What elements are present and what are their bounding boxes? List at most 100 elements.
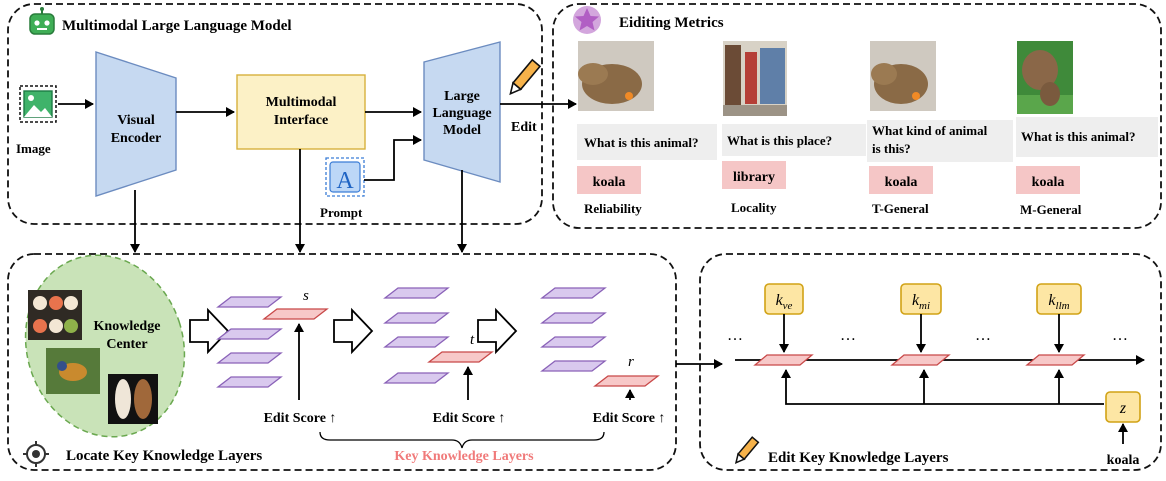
llm-line2: Language [432,106,491,121]
edit-score-label: Edit Score ↑ [593,411,666,426]
ellipsis: … [840,327,856,344]
edited-layer [890,354,951,366]
edit-panel: kve kmi kllm … … … … z koala Edit Key Kn… [699,253,1162,471]
edited-layer [1025,354,1086,366]
llm-block [423,41,501,183]
edit-panel-title: Edit Key Knowledge Layers [768,450,949,466]
key-layers-brace [319,431,605,449]
layer [216,352,283,364]
visual-encoder-line1: Visual [117,113,155,128]
answer-text: library [733,170,775,185]
prompt-icon: A [325,157,365,197]
sushi-image [28,290,82,340]
question-text: What is this place? [727,133,832,148]
pencil-icon [509,58,542,96]
question-box [722,124,866,156]
question-box [1016,117,1158,157]
llm-line3: Model [443,123,481,138]
layer [216,328,283,340]
key-layers-label: Key Knowledge Layers [394,449,534,464]
visual-encoder-line2: Encoder [111,131,162,146]
edit-label: Edit [511,120,537,135]
layer [540,312,607,324]
key-layer [427,351,494,363]
metric-label: M-General [1020,202,1082,217]
flow-arrow [477,307,518,355]
mllm-title: Multimodal Large Language Model [62,18,292,34]
metric-label: Reliability [584,201,642,216]
metric-item-t-general: What kind of animal is this? koala T-Gen… [867,41,1013,216]
multimodal-interface-line2: Interface [274,113,328,128]
ellipsis: … [727,327,743,344]
layer [216,296,283,308]
metrics-panel: Eiditing Metrics What is this animal? ko… [552,3,1162,229]
edited-layer [753,354,814,366]
question-box [867,120,1013,162]
answer-text: koala [593,175,626,190]
knowledge-center-line2: Center [106,337,147,352]
visual-encoder-block [95,51,177,197]
star-icon [573,6,601,34]
layer [216,376,283,388]
var-t: t [470,332,475,348]
layer [540,360,607,372]
answer-box [722,161,786,189]
answer-box [577,166,641,194]
layer [383,336,450,348]
answer-text: koala [885,175,918,190]
question-text: What is this animal? [584,135,699,150]
var-r: r [628,354,634,370]
shells-image [108,374,158,424]
robot-icon [29,7,55,35]
knowledge-center-region [24,254,186,438]
answer-box [1016,166,1080,194]
edit-score-label: Edit Score ↑ [264,411,337,426]
multimodal-interface-line1: Multimodal [266,95,337,110]
metric-item-locality: What is this place? library Locality [722,41,866,215]
multimodal-interface-block [236,74,366,150]
metric-item-reliability: What is this animal? koala Reliability [577,41,717,216]
koala-input-label: koala [1107,453,1140,468]
knowledge-center-line1: Knowledge [94,319,161,334]
mllm-panel: Multimodal Large Language Model Image Vi… [7,3,543,225]
layer [540,287,607,299]
layer [383,287,450,299]
bird-image [46,348,100,394]
image-icon [19,85,57,123]
target-icon [23,441,49,467]
k-mi-label: kmi [912,292,930,312]
locate-panel: Knowledge Center s Edit Score ↑ t Edit S… [7,253,677,471]
prompt-glyph: A [336,168,354,194]
image-label: Image [16,141,51,156]
capybara-grazing-image [1017,41,1073,114]
var-s: s [303,288,309,304]
ellipsis: … [975,327,991,344]
ellipsis: … [1112,327,1128,344]
question-text: What is this animal? [1021,129,1136,144]
locate-title: Locate Key Knowledge Layers [66,448,262,464]
z-box [1105,391,1141,423]
capybara-image [870,41,936,111]
layer [540,336,607,348]
layer [383,372,450,384]
key-layer [593,375,660,387]
k-llm-label: kllm [1048,292,1069,312]
metrics-title: Eiditing Metrics [619,15,724,31]
library-image [723,41,787,116]
k-ve-label: kve [776,292,793,312]
pencil-icon [734,436,760,465]
metric-label: T-General [872,201,929,216]
question-box [577,124,717,160]
prompt-label: Prompt [320,205,363,220]
question-text-line1: What kind of animal [872,123,988,138]
metric-item-m-general: What is this animal? koala M-General [1016,41,1158,217]
z-label: z [1119,400,1127,417]
key-layer [262,308,329,320]
edit-score-label: Edit Score ↑ [433,411,506,426]
flow-arrow [189,307,230,355]
answer-box [869,166,933,194]
capybara-image [578,41,654,111]
layer [383,312,450,324]
metric-label: Locality [731,200,777,215]
